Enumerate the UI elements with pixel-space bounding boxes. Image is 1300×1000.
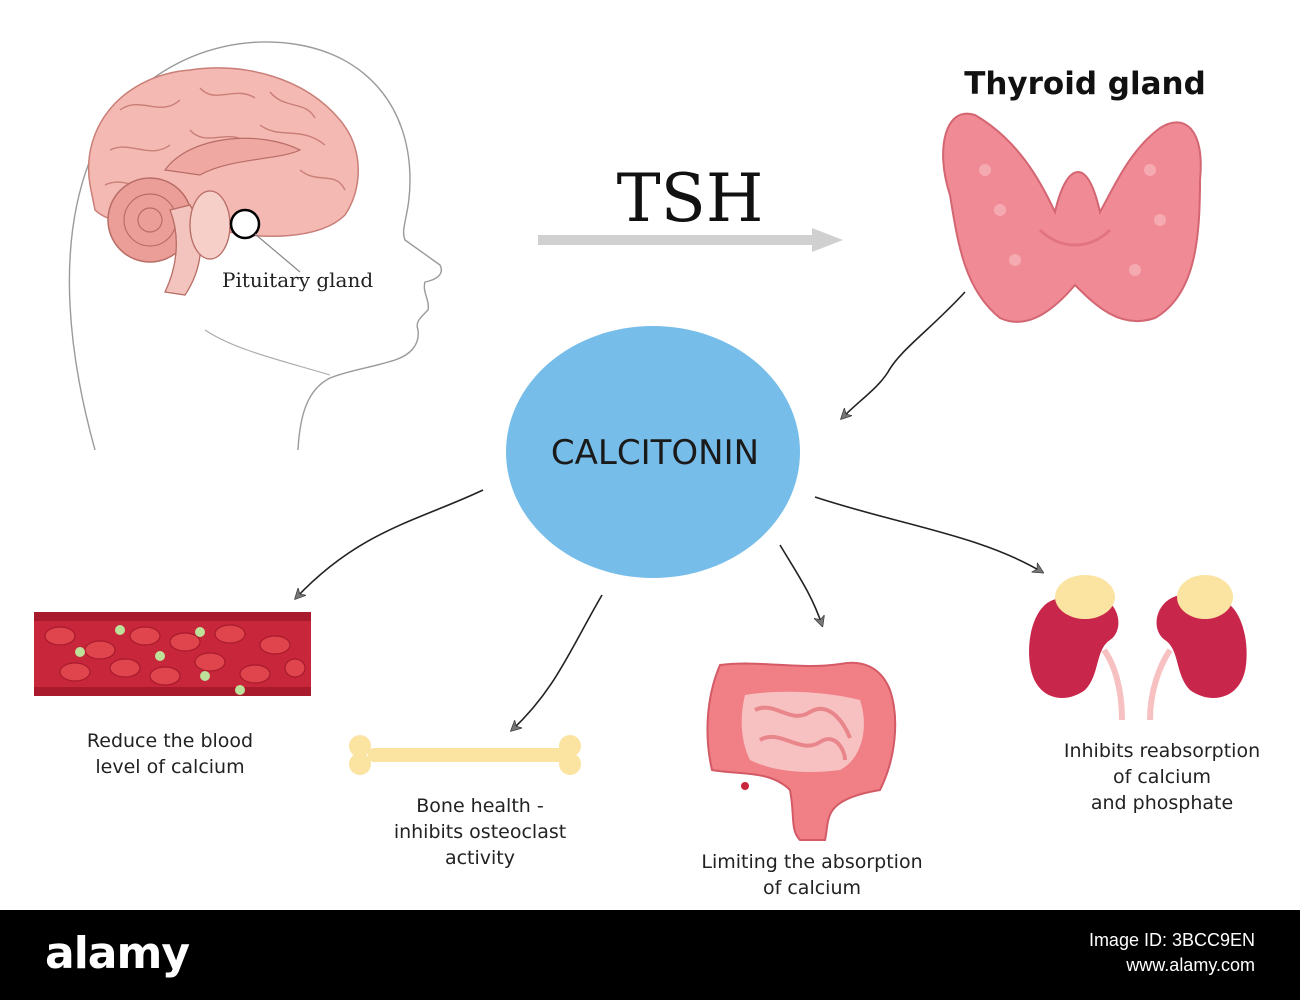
blood-effect-line: level of calcium [95,756,245,778]
blood-effect-label: Reduce the blood level of calcium [40,728,300,780]
intestine-effect-label: Limiting the absorption of calcium [662,849,962,901]
kidneys-illustration [1029,575,1247,721]
pituitary-marker [229,208,261,240]
site-url: www.alamy.com [1126,955,1255,975]
arrow-thyroid-to-calcitonin [842,291,966,418]
diagram-canvas [34,41,1247,841]
brain-illustration [87,67,359,296]
kidney-effect-label: Inhibits reabsorption of calcium and pho… [1022,738,1300,816]
kidney-effect-line: Inhibits reabsorption [1063,740,1261,762]
kidney-effect-line: and phosphate [1090,792,1234,814]
blood-effect-line: Reduce the blood [86,730,254,752]
calcitonin-label: CALCITONIN [550,433,760,473]
watermark-footer: alamy Image ID: 3BCC9EN www.alamy.com [0,910,1300,1000]
arrow-to-kidney [814,496,1042,572]
alamy-logo: alamy [45,928,190,979]
intestine-effect-line: of calcium [763,877,861,899]
pituitary-pointer [254,233,301,273]
intestine-illustration [706,661,897,841]
bone-effect-label: Bone health - inhibits osteoclast activi… [350,793,610,871]
jaw-line [204,329,331,376]
tsh-arrow [538,228,843,252]
intestine-effect-line: Limiting the absorption [701,851,923,873]
pituitary-gland-label: Pituitary gland [222,268,374,292]
thyroid-gland-label: Thyroid gland [964,66,1206,102]
arrow-to-bone [512,594,603,730]
tsh-label: TSH [616,160,764,237]
image-id-info: Image ID: 3BCC9EN www.alamy.com [1089,928,1255,978]
bone-effect-line: inhibits osteoclast [393,821,567,843]
blood-vessel-illustration [34,612,311,696]
bone-effect-line: activity [444,847,516,869]
arrow-to-blood [296,489,484,598]
image-id: Image ID: 3BCC9EN [1088,930,1255,950]
kidney-effect-line: of calcium [1113,766,1211,788]
thyroid-illustration [942,112,1202,323]
arrow-to-intestine [779,544,822,625]
bone-effect-line: Bone health - [416,795,544,817]
bone-illustration [349,735,581,775]
calcitonin-circle [506,326,800,578]
